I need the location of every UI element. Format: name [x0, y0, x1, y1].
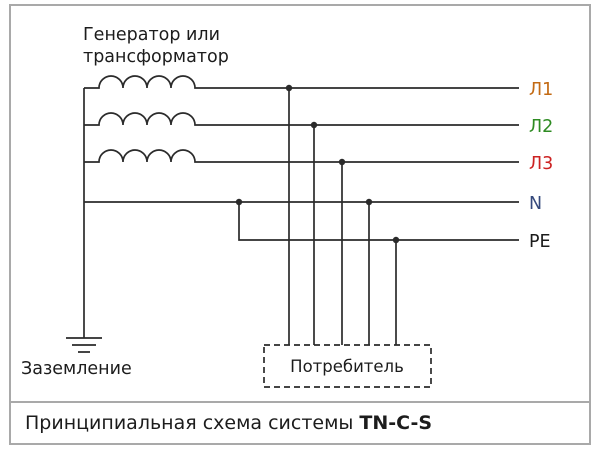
junction-dot-pe [392, 236, 400, 244]
caption-text: Принципиальная схема системы [25, 412, 354, 434]
diagram-frame: Генератор или трансформатор Заземление П… [9, 4, 591, 445]
wire-label-pe: PE [529, 232, 551, 252]
junction-dot-pen-split [235, 198, 243, 206]
generator-label-line1: Генератор или [83, 25, 220, 45]
wire-label-l3: Л3 [529, 154, 553, 174]
junction-dot-l3 [338, 158, 346, 166]
junction-dot-n [365, 198, 373, 206]
junction-dot-l1 [285, 84, 293, 92]
generator-label-line2: трансформатор [83, 47, 229, 67]
schematic-area: Генератор или трансформатор Заземление П… [11, 6, 589, 401]
ground-label: Заземление [21, 359, 132, 379]
junction-dot-l2 [310, 121, 318, 129]
schematic-svg: Генератор или трансформатор Заземление П… [21, 25, 553, 388]
coil-line-l1 [84, 75, 519, 89]
consumer-label: Потребитель [290, 357, 404, 376]
caption-bar: Принципиальная схема системы TN-C-S [11, 401, 589, 443]
line-pe [238, 202, 519, 241]
wire-label-l2: Л2 [529, 117, 553, 137]
wire-label-n: N [529, 194, 542, 214]
caption-system-name: TN-C-S [359, 412, 433, 434]
ground-icon [66, 337, 102, 353]
coil-line-l2 [84, 112, 519, 126]
wire-label-l1: Л1 [529, 80, 553, 100]
consumer-box [263, 344, 432, 388]
coil-line-l3 [84, 149, 519, 163]
